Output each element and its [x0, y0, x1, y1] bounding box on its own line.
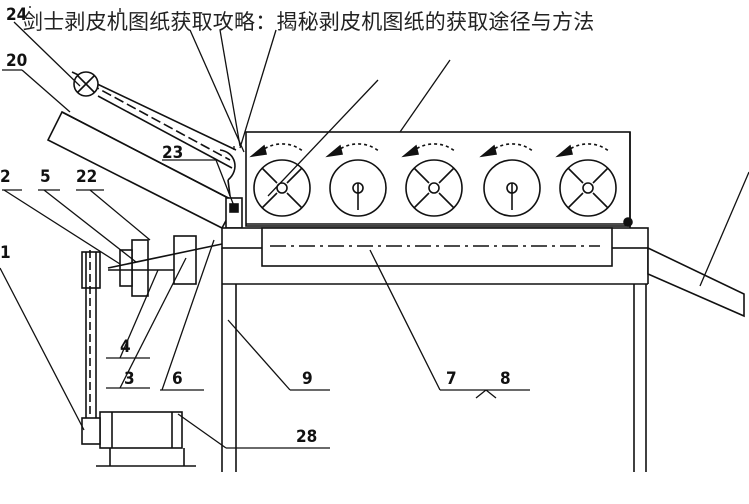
main-frame: [221, 217, 649, 472]
leader-lines: [0, 6, 749, 449]
discharge-chute: [647, 246, 745, 318]
label-2: 2: [0, 167, 11, 187]
label-3: 3: [124, 369, 135, 389]
gearbox-small: [225, 197, 243, 229]
label-4: 4: [120, 337, 131, 357]
roller-icon: [249, 143, 311, 217]
drive-components: [81, 235, 223, 467]
label-22: 22: [76, 167, 97, 187]
label-24: 24: [6, 5, 27, 25]
motor-28: [99, 411, 183, 449]
label-28: 28: [296, 427, 317, 447]
label-8: 8: [500, 369, 511, 389]
label-23: 23: [162, 143, 183, 163]
roller-icon: [325, 143, 387, 217]
label-6: 6: [172, 369, 183, 389]
rollers: [249, 143, 617, 217]
label-20: 20: [6, 51, 27, 71]
label-5: 5: [40, 167, 51, 187]
page-title: 剑士剥皮机图纸获取攻略：揭秘剥皮机图纸的获取途径与方法: [22, 10, 595, 34]
roller-icon: [555, 143, 617, 217]
roller-icon: [479, 143, 541, 217]
label-7: 7: [446, 369, 457, 389]
label-1: 1: [0, 243, 11, 263]
label-9: 9: [302, 369, 313, 389]
roller-icon: [401, 143, 463, 217]
part-numbers: 24 20 2 5 22 23 1 4 3 6 9 7 8 28: [0, 5, 511, 447]
coupling-5: [131, 239, 149, 297]
